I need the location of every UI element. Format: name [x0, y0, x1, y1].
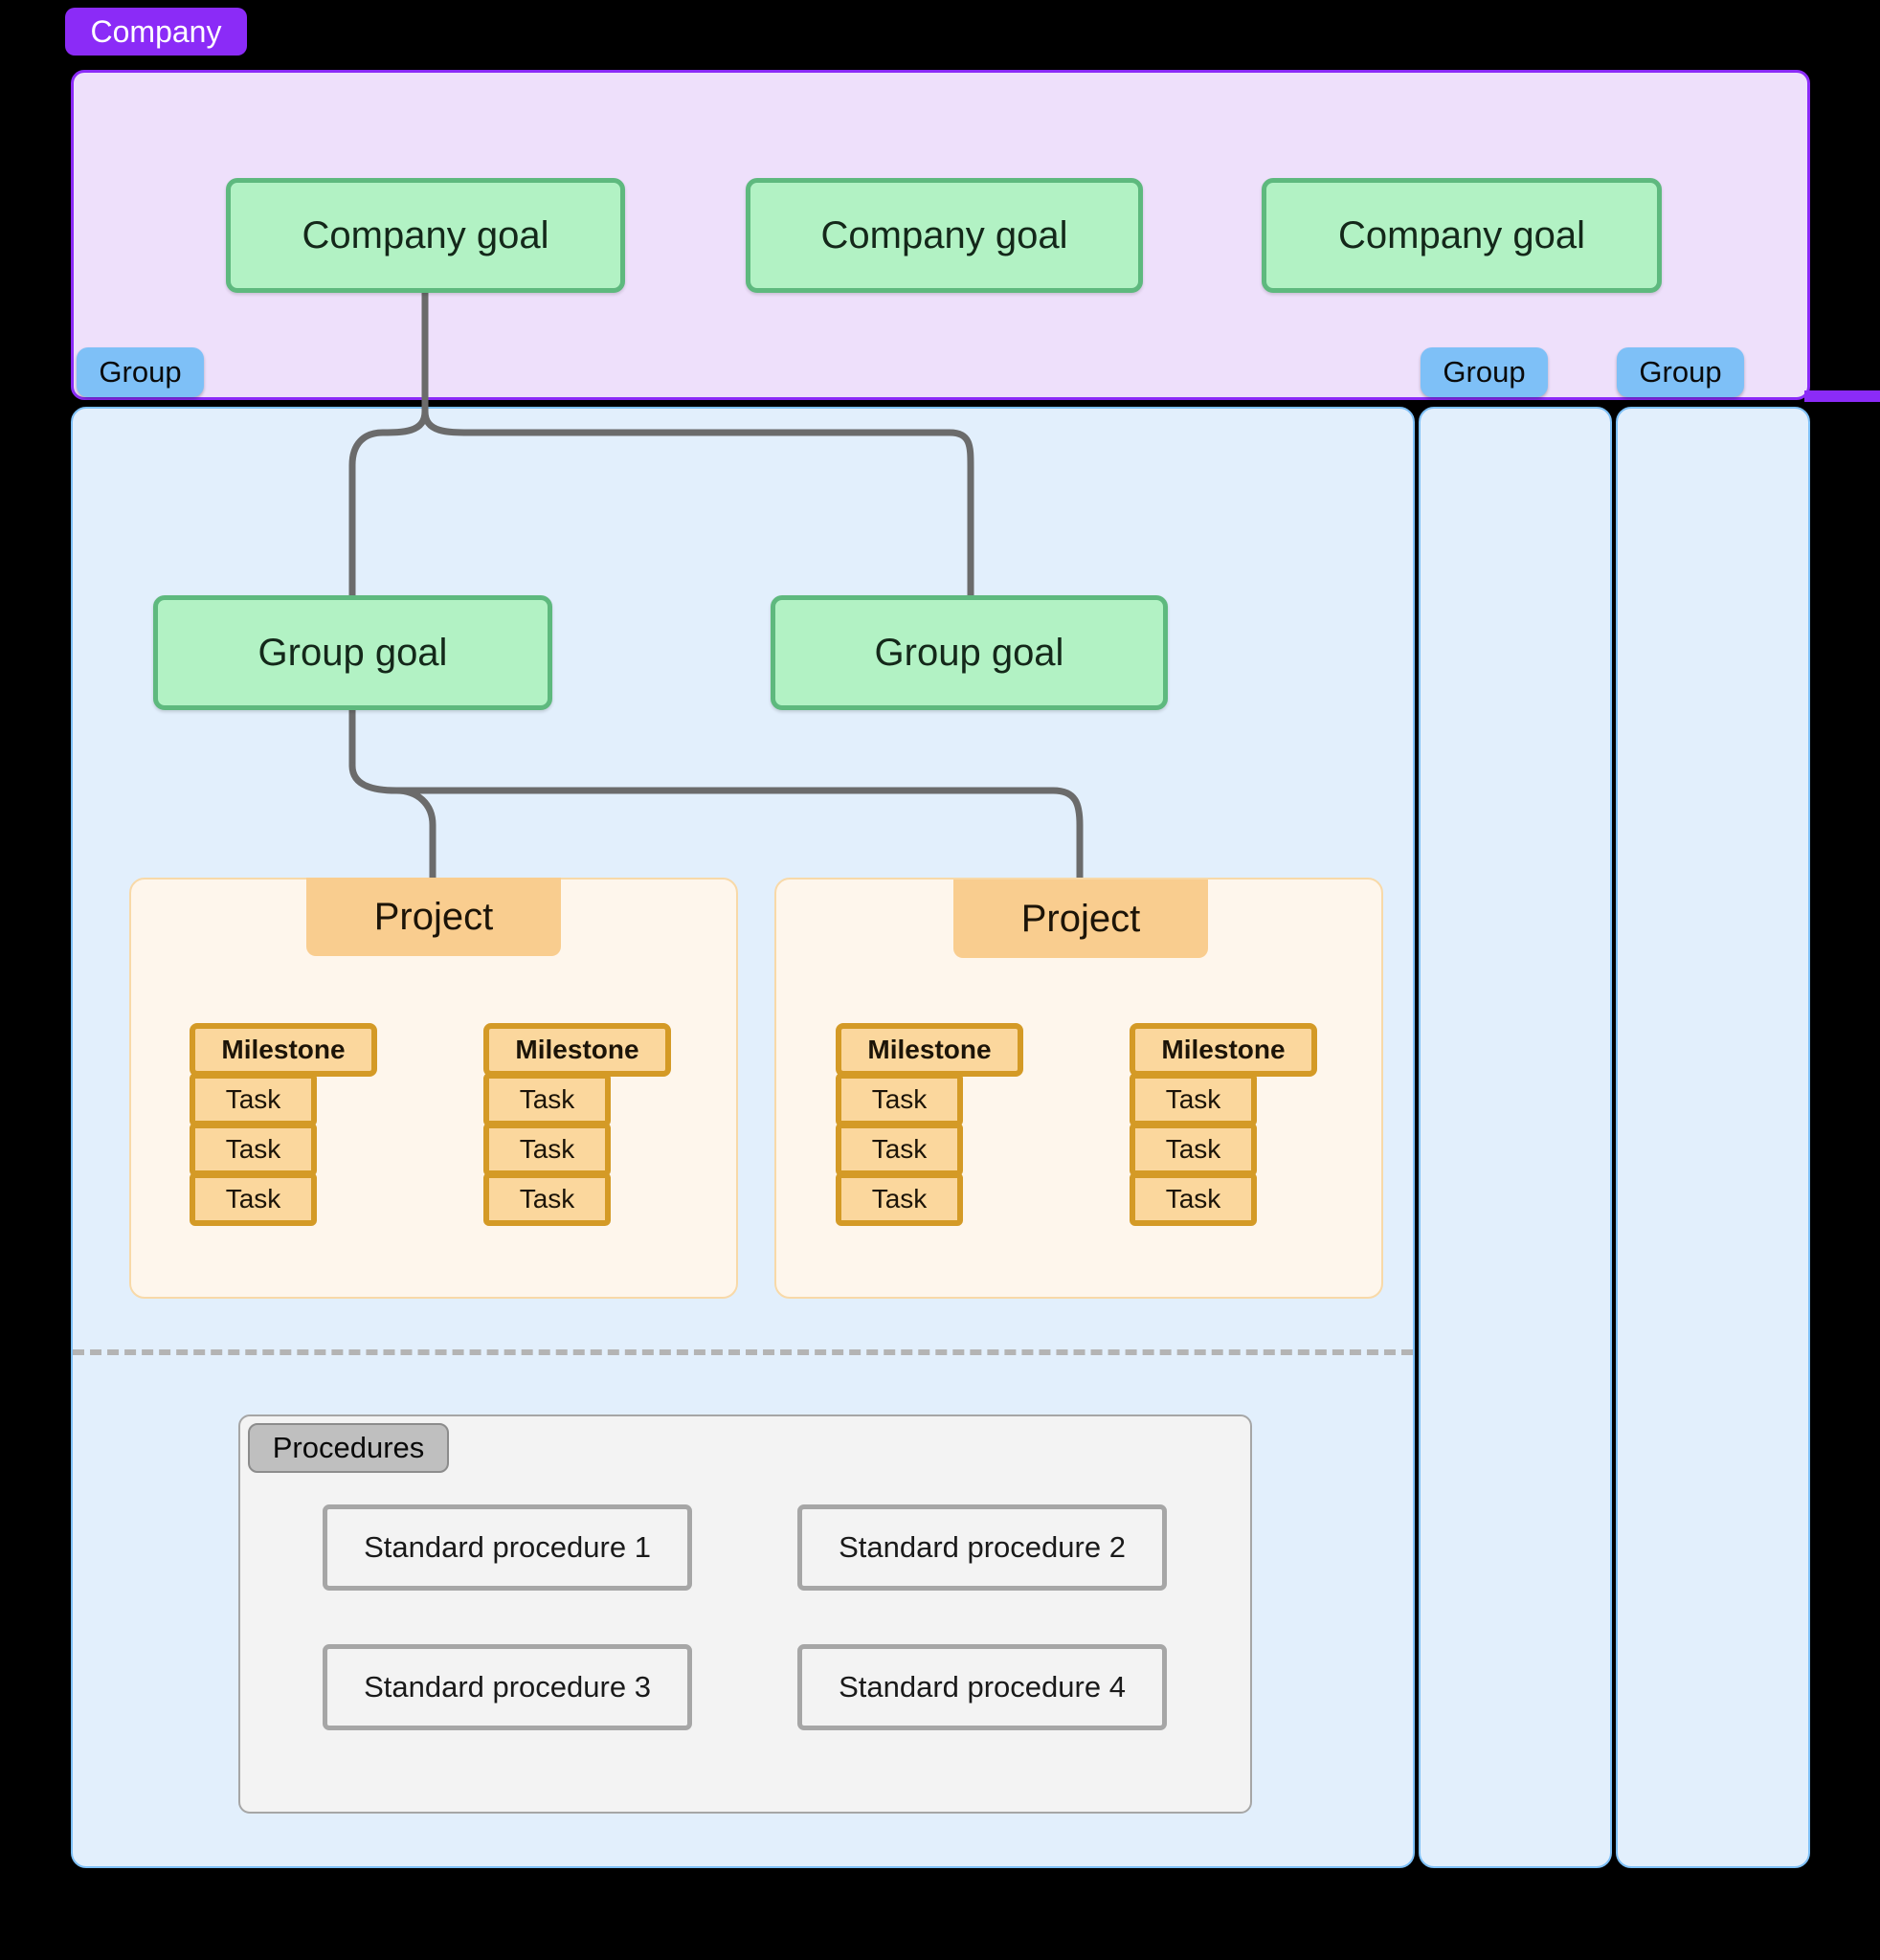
task-item[interactable]: Task: [836, 1123, 963, 1176]
company-panel-right-edge: [1804, 390, 1880, 402]
task-item[interactable]: Task: [483, 1073, 611, 1126]
section-divider: [73, 1349, 1413, 1355]
milestone-header[interactable]: Milestone: [1130, 1023, 1317, 1077]
milestone-group-1: Milestone Task Task Task: [190, 1023, 377, 1226]
procedure-item-4[interactable]: Standard procedure 4: [797, 1644, 1167, 1730]
milestone-header[interactable]: Milestone: [190, 1023, 377, 1077]
project-tab-2[interactable]: Project: [953, 880, 1208, 958]
milestone-group-4: Milestone Task Task Task: [1130, 1023, 1317, 1226]
task-item[interactable]: Task: [836, 1073, 963, 1126]
task-item[interactable]: Task: [836, 1172, 963, 1226]
procedure-item-1[interactable]: Standard procedure 1: [323, 1504, 692, 1591]
task-item[interactable]: Task: [190, 1172, 317, 1226]
milestone-header[interactable]: Milestone: [483, 1023, 671, 1077]
procedure-item-2[interactable]: Standard procedure 2: [797, 1504, 1167, 1591]
task-item[interactable]: Task: [483, 1123, 611, 1176]
task-item[interactable]: Task: [1130, 1073, 1257, 1126]
procedures-panel: [238, 1414, 1252, 1814]
task-item[interactable]: Task: [1130, 1172, 1257, 1226]
milestone-header[interactable]: Milestone: [836, 1023, 1023, 1077]
project-tab-1[interactable]: Project: [306, 878, 561, 956]
procedure-item-3[interactable]: Standard procedure 3: [323, 1644, 692, 1730]
company-tab[interactable]: Company: [65, 8, 247, 56]
group-tab-1[interactable]: Group: [77, 347, 204, 397]
company-goal-3[interactable]: Company goal: [1262, 178, 1662, 293]
procedures-tab[interactable]: Procedures: [248, 1423, 449, 1473]
group-panel-tertiary: [1616, 407, 1810, 1868]
company-goal-2[interactable]: Company goal: [746, 178, 1143, 293]
milestone-group-2: Milestone Task Task Task: [483, 1023, 671, 1226]
group-goal-2[interactable]: Group goal: [771, 595, 1168, 710]
company-goal-1[interactable]: Company goal: [226, 178, 625, 293]
task-item[interactable]: Task: [483, 1172, 611, 1226]
task-item[interactable]: Task: [190, 1073, 317, 1126]
task-item[interactable]: Task: [190, 1123, 317, 1176]
milestone-group-3: Milestone Task Task Task: [836, 1023, 1023, 1226]
group-tab-3[interactable]: Group: [1617, 347, 1744, 397]
group-tab-2[interactable]: Group: [1421, 347, 1548, 397]
task-item[interactable]: Task: [1130, 1123, 1257, 1176]
group-goal-1[interactable]: Group goal: [153, 595, 552, 710]
group-panel-secondary: [1419, 407, 1612, 1868]
